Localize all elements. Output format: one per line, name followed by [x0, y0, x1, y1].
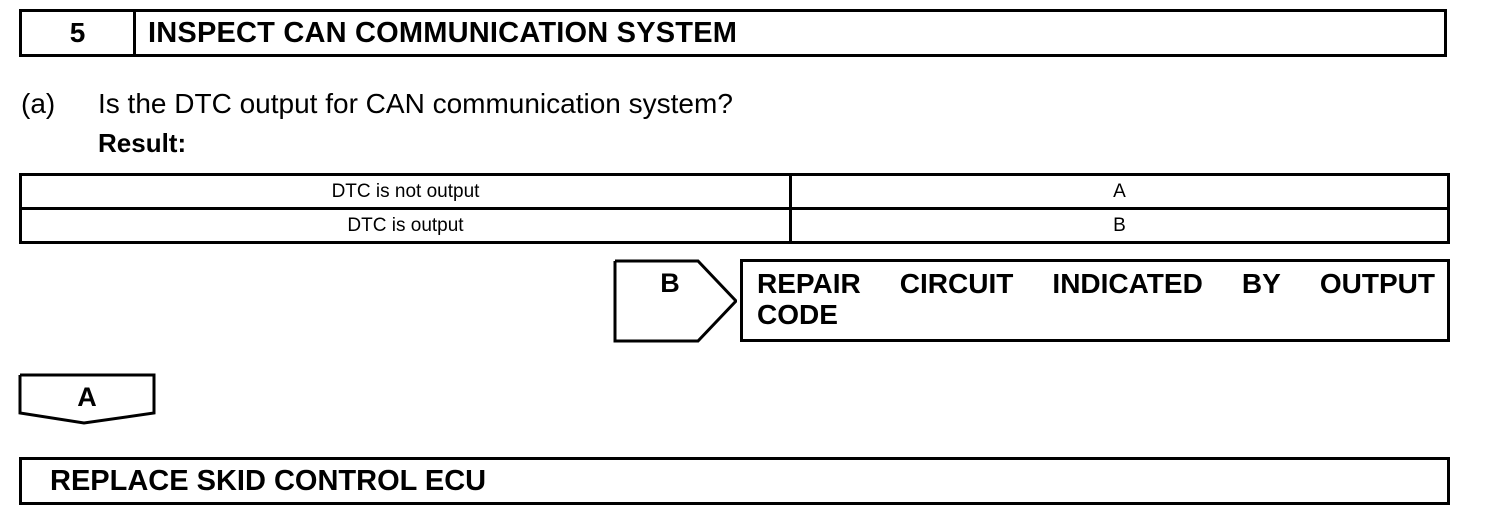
step-number: 5 — [22, 12, 136, 54]
table-row: DTC is not output A — [19, 173, 1450, 210]
step-header: 5 INSPECT CAN COMMUNICATION SYSTEM — [19, 9, 1447, 57]
result-code: A — [789, 173, 1450, 210]
result-condition: DTC is output — [19, 207, 792, 244]
branch-b-arrow-icon — [613, 259, 737, 343]
question-marker: (a) — [21, 88, 56, 119]
table-row: DTC is output B — [19, 207, 1450, 244]
branch-a-down-arrow-icon — [18, 373, 156, 425]
repair-action-line1: REPAIR CIRCUIT INDICATED BY OUTPUT — [757, 268, 1435, 299]
branch-b-label: B — [660, 268, 680, 298]
result-condition: DTC is not output — [19, 173, 792, 210]
final-action-box: REPLACE SKID CONTROL ECU — [19, 457, 1450, 505]
repair-action-word: INDICATED — [1052, 268, 1203, 299]
step-title: INSPECT CAN COMMUNICATION SYSTEM — [148, 16, 738, 49]
repair-action-line2: CODE — [757, 299, 838, 330]
question-text: Is the DTC output for CAN communication … — [98, 88, 733, 119]
result-table: DTC is not output A DTC is output B — [19, 173, 1450, 244]
repair-action-word: CIRCUIT — [899, 268, 1014, 299]
result-code: B — [789, 207, 1450, 244]
repair-action-word: REPAIR — [757, 268, 861, 299]
result-label: Result: — [98, 128, 187, 158]
repair-action-box: REPAIR CIRCUIT INDICATED BY OUTPUT CODE — [740, 259, 1450, 342]
repair-action-word: BY — [1241, 268, 1281, 299]
branch-a-label: A — [77, 382, 97, 412]
repair-action-word: OUTPUT — [1319, 268, 1435, 299]
